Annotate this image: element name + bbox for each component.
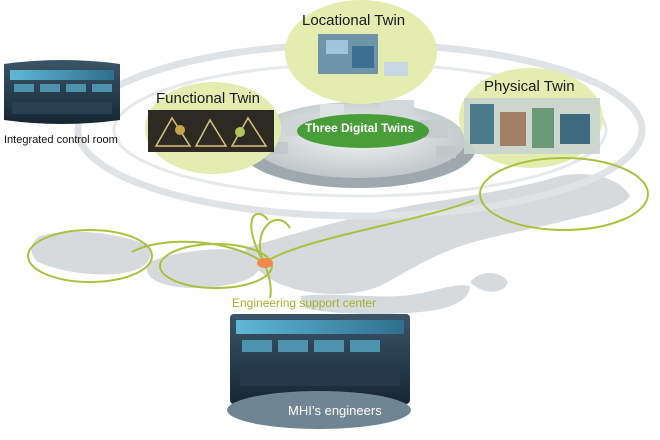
- integrated-control-room-label: Integrated control room: [4, 134, 118, 146]
- engineers-base: [227, 391, 411, 429]
- engineering-support-center-label: Engineering support center: [232, 296, 377, 310]
- functional-twin-label: Functional Twin: [156, 90, 260, 107]
- connection-lines: [27, 157, 649, 299]
- hub-marker: [257, 258, 273, 268]
- three-digital-twins-label: Three Digital Twins: [305, 121, 415, 135]
- integrated-control-room-image: [4, 60, 120, 124]
- locational-twin-bubble: [285, 0, 437, 104]
- japan-map: [31, 174, 630, 315]
- physical-twin-label: Physical Twin: [484, 78, 575, 95]
- physical-twin-bubble: [459, 68, 603, 168]
- engineering-support-center-image: [230, 314, 410, 404]
- mhi-engineers-label: MHI’s engineers: [288, 403, 382, 418]
- functional-twin-bubble: [145, 82, 281, 174]
- three-digital-twins-pill: [297, 114, 429, 148]
- locational-twin-label: Locational Twin: [302, 12, 406, 29]
